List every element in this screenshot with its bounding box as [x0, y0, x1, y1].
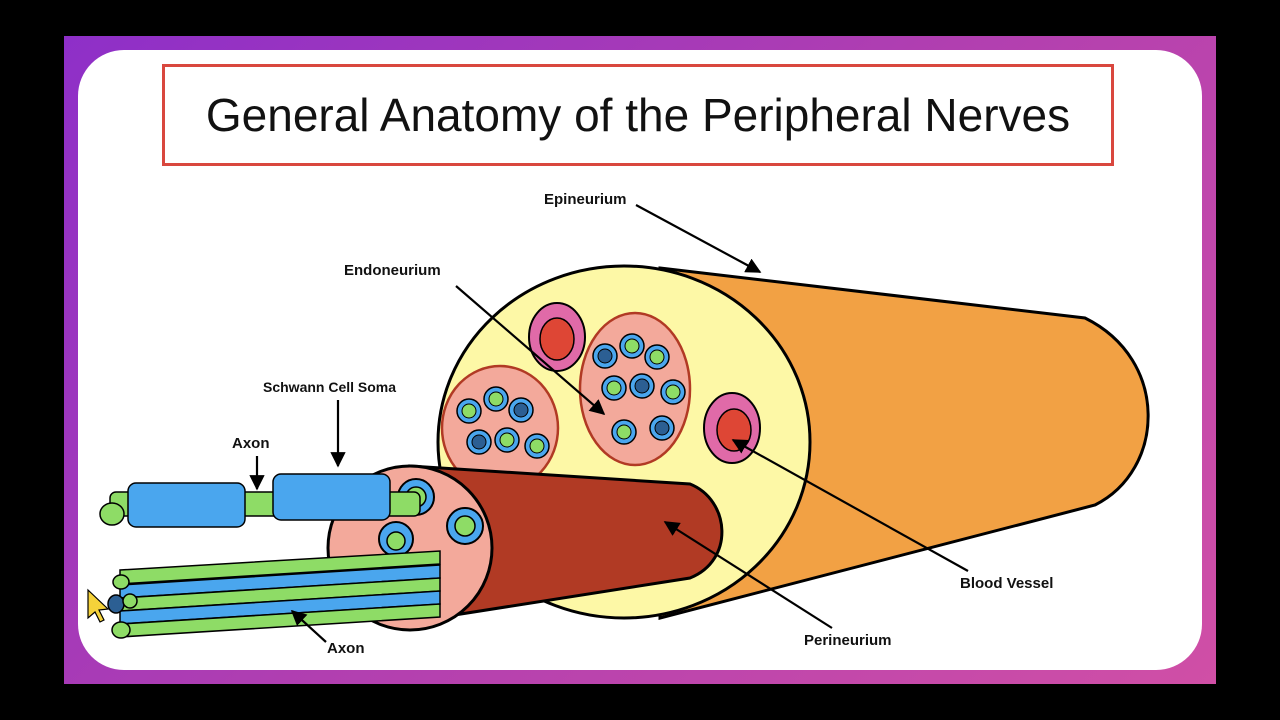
arrow-endoneurium: [455, 285, 606, 416]
arrow-blood-vessel: [731, 439, 969, 572]
cursor-pointer-icon: [87, 588, 110, 623]
title-box: General Anatomy of the Peripheral Nerves: [162, 64, 1114, 166]
page-title: General Anatomy of the Peripheral Nerves: [205, 89, 1071, 141]
schwann-cell-2: [272, 473, 391, 521]
label-endoneurium: Endoneurium: [344, 262, 441, 279]
axon-bundle: [107, 550, 441, 639]
fascicle-left: [440, 364, 560, 492]
label-blood-vessel: Blood Vessel: [960, 575, 1053, 592]
blood-vessel-right: [703, 392, 761, 464]
label-schwann-cell-soma: Schwann Cell Soma: [263, 379, 396, 395]
fascicle-center: [578, 311, 692, 467]
label-axon-bottom: Axon: [327, 640, 365, 657]
perineurium-sheath: [408, 464, 724, 624]
arrow-axon-bottom: [290, 609, 327, 643]
label-axon-top: Axon: [232, 435, 270, 452]
arrow-epineurium: [635, 204, 762, 273]
label-perineurium: Perineurium: [804, 632, 892, 649]
axon-cluster-left: [456, 386, 550, 459]
label-epineurium: Epineurium: [544, 191, 627, 208]
leader-lines: [249, 204, 969, 643]
arrow-perineurium: [663, 521, 833, 629]
axon-cluster-center: [592, 333, 686, 445]
blood-vessel-top: [528, 302, 586, 372]
myelinated-axon: [99, 473, 421, 528]
schwann-cell-1: [127, 482, 246, 528]
